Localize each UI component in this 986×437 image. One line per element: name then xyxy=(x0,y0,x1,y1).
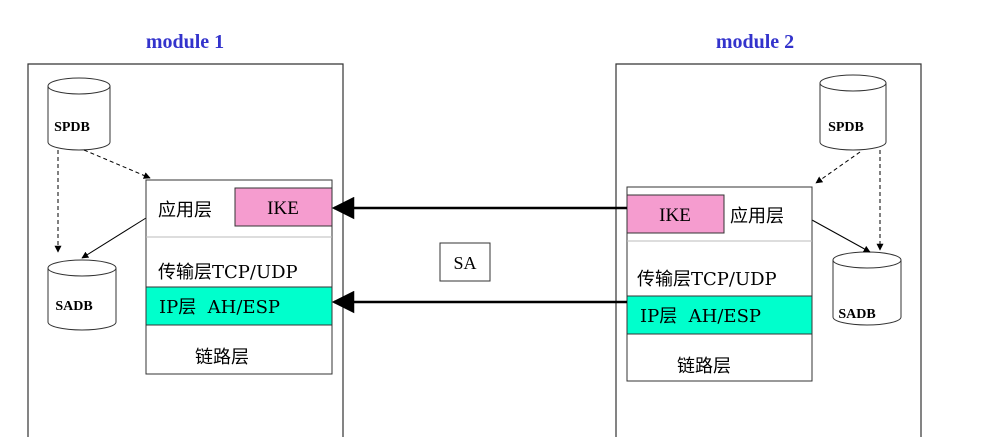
module-1-title: module 1 xyxy=(146,31,224,53)
module-2-link-layer-label: 链路层 xyxy=(677,356,731,377)
module-1-spdb-database: SPDB xyxy=(47,77,111,151)
module-1-ike-label: IKE xyxy=(267,198,299,219)
module-2-app-layer-label: 应用层 xyxy=(730,206,784,227)
module-1-frame xyxy=(27,63,344,437)
module-1-ike-box xyxy=(234,187,333,227)
module-1-ip-layer-label: IP层 AH/ESP xyxy=(159,297,280,318)
module-2-stack-to-sadb-arrow xyxy=(811,219,871,253)
module-1-ip-layer-box xyxy=(145,286,333,326)
module-1-spdb-to-stack-arrow xyxy=(83,149,151,179)
module-2-transport-layer-label: 传输层TCP/UDP xyxy=(637,269,777,290)
module-2-ike-box xyxy=(626,194,725,234)
module-2-protocol-stack: IKE 应用层 传输层TCP/UDP IP层 AH/ESP 链路层 xyxy=(626,186,813,382)
module-2-spdb-to-stack-arrow xyxy=(815,151,861,184)
sa-label: SA xyxy=(453,253,476,273)
module-2-ip-layer-label: IP层 AH/ESP xyxy=(640,306,761,327)
module-1-protocol-stack: 应用层 IKE 传输层TCP/UDP IP层 AH/ESP 链路层 xyxy=(145,179,333,375)
module-2-frame xyxy=(615,63,922,437)
module-1-link-layer-label: 链路层 xyxy=(195,347,249,368)
module-1-sadb-label: SADB xyxy=(55,299,92,314)
module-2: module 2 SPDB SADB IKE 应用层 传输层TCP/UDP xyxy=(615,31,922,437)
module-1-stack-to-sadb-arrow xyxy=(81,217,147,259)
module-2-title: module 2 xyxy=(716,31,794,53)
module-2-ike-label: IKE xyxy=(659,205,691,226)
module-2-sadb-label: SADB xyxy=(838,307,875,322)
module-1-spdb-label: SPDB xyxy=(54,120,90,135)
module-2-spdb-label: SPDB xyxy=(828,120,864,135)
module-1-app-layer-label: 应用层 xyxy=(158,200,212,221)
module-1: module 1 SPDB SADB 应用层 IKE 传输层TCP/UDP xyxy=(27,31,344,437)
module-1-sadb-database: SADB xyxy=(47,259,117,331)
module-1-transport-layer-label: 传输层TCP/UDP xyxy=(158,262,298,283)
sa-box: SA xyxy=(439,242,491,282)
module-2-ip-layer-box xyxy=(626,295,813,335)
module-2-spdb-database: SPDB xyxy=(819,74,887,151)
module-2-sadb-database: SADB xyxy=(832,251,902,326)
